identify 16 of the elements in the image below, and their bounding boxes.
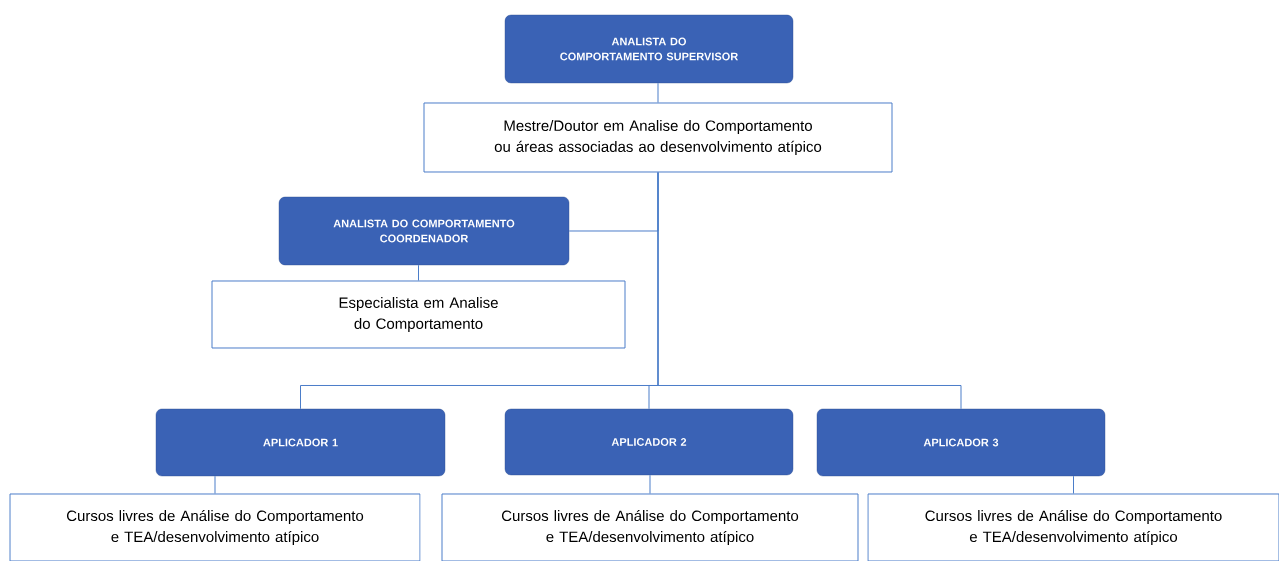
qualification-box: Cursos livres de Análise do Comportamento e TEA/desenvolvimento atípico (9, 493, 421, 561)
qualification-box: Cursos livres de Análise do Comportamento e TEA/desenvolvimento atípico (441, 493, 859, 561)
role-box: ANALISTA DO COMPORTAMENTO COORDENADOR (278, 196, 570, 266)
qualification-box: Cursos livres de Análise do Comportamento e TEA/desenvolvimento atípico (867, 493, 1279, 561)
connector-line (649, 474, 651, 494)
role-box: APLICADOR 1 (155, 408, 446, 477)
qualification-box: Mestre/Doutor em Analise do Comportamento ou áreas associadas ao desenvolvimento atípico (423, 102, 893, 173)
role-box: APLICADOR 2 (504, 408, 794, 476)
connector-line (657, 172, 962, 410)
connector-line (214, 475, 216, 494)
qualification-box: Especialista em Analise do Comportamento (211, 280, 626, 349)
connector-line (657, 82, 659, 103)
role-box: ANALISTA DO COMPORTAMENTO SUPERVISOR (504, 14, 794, 84)
connector-line (1073, 475, 1074, 494)
role-box: APLICADOR 3 (816, 408, 1106, 477)
connector-line (418, 264, 419, 281)
